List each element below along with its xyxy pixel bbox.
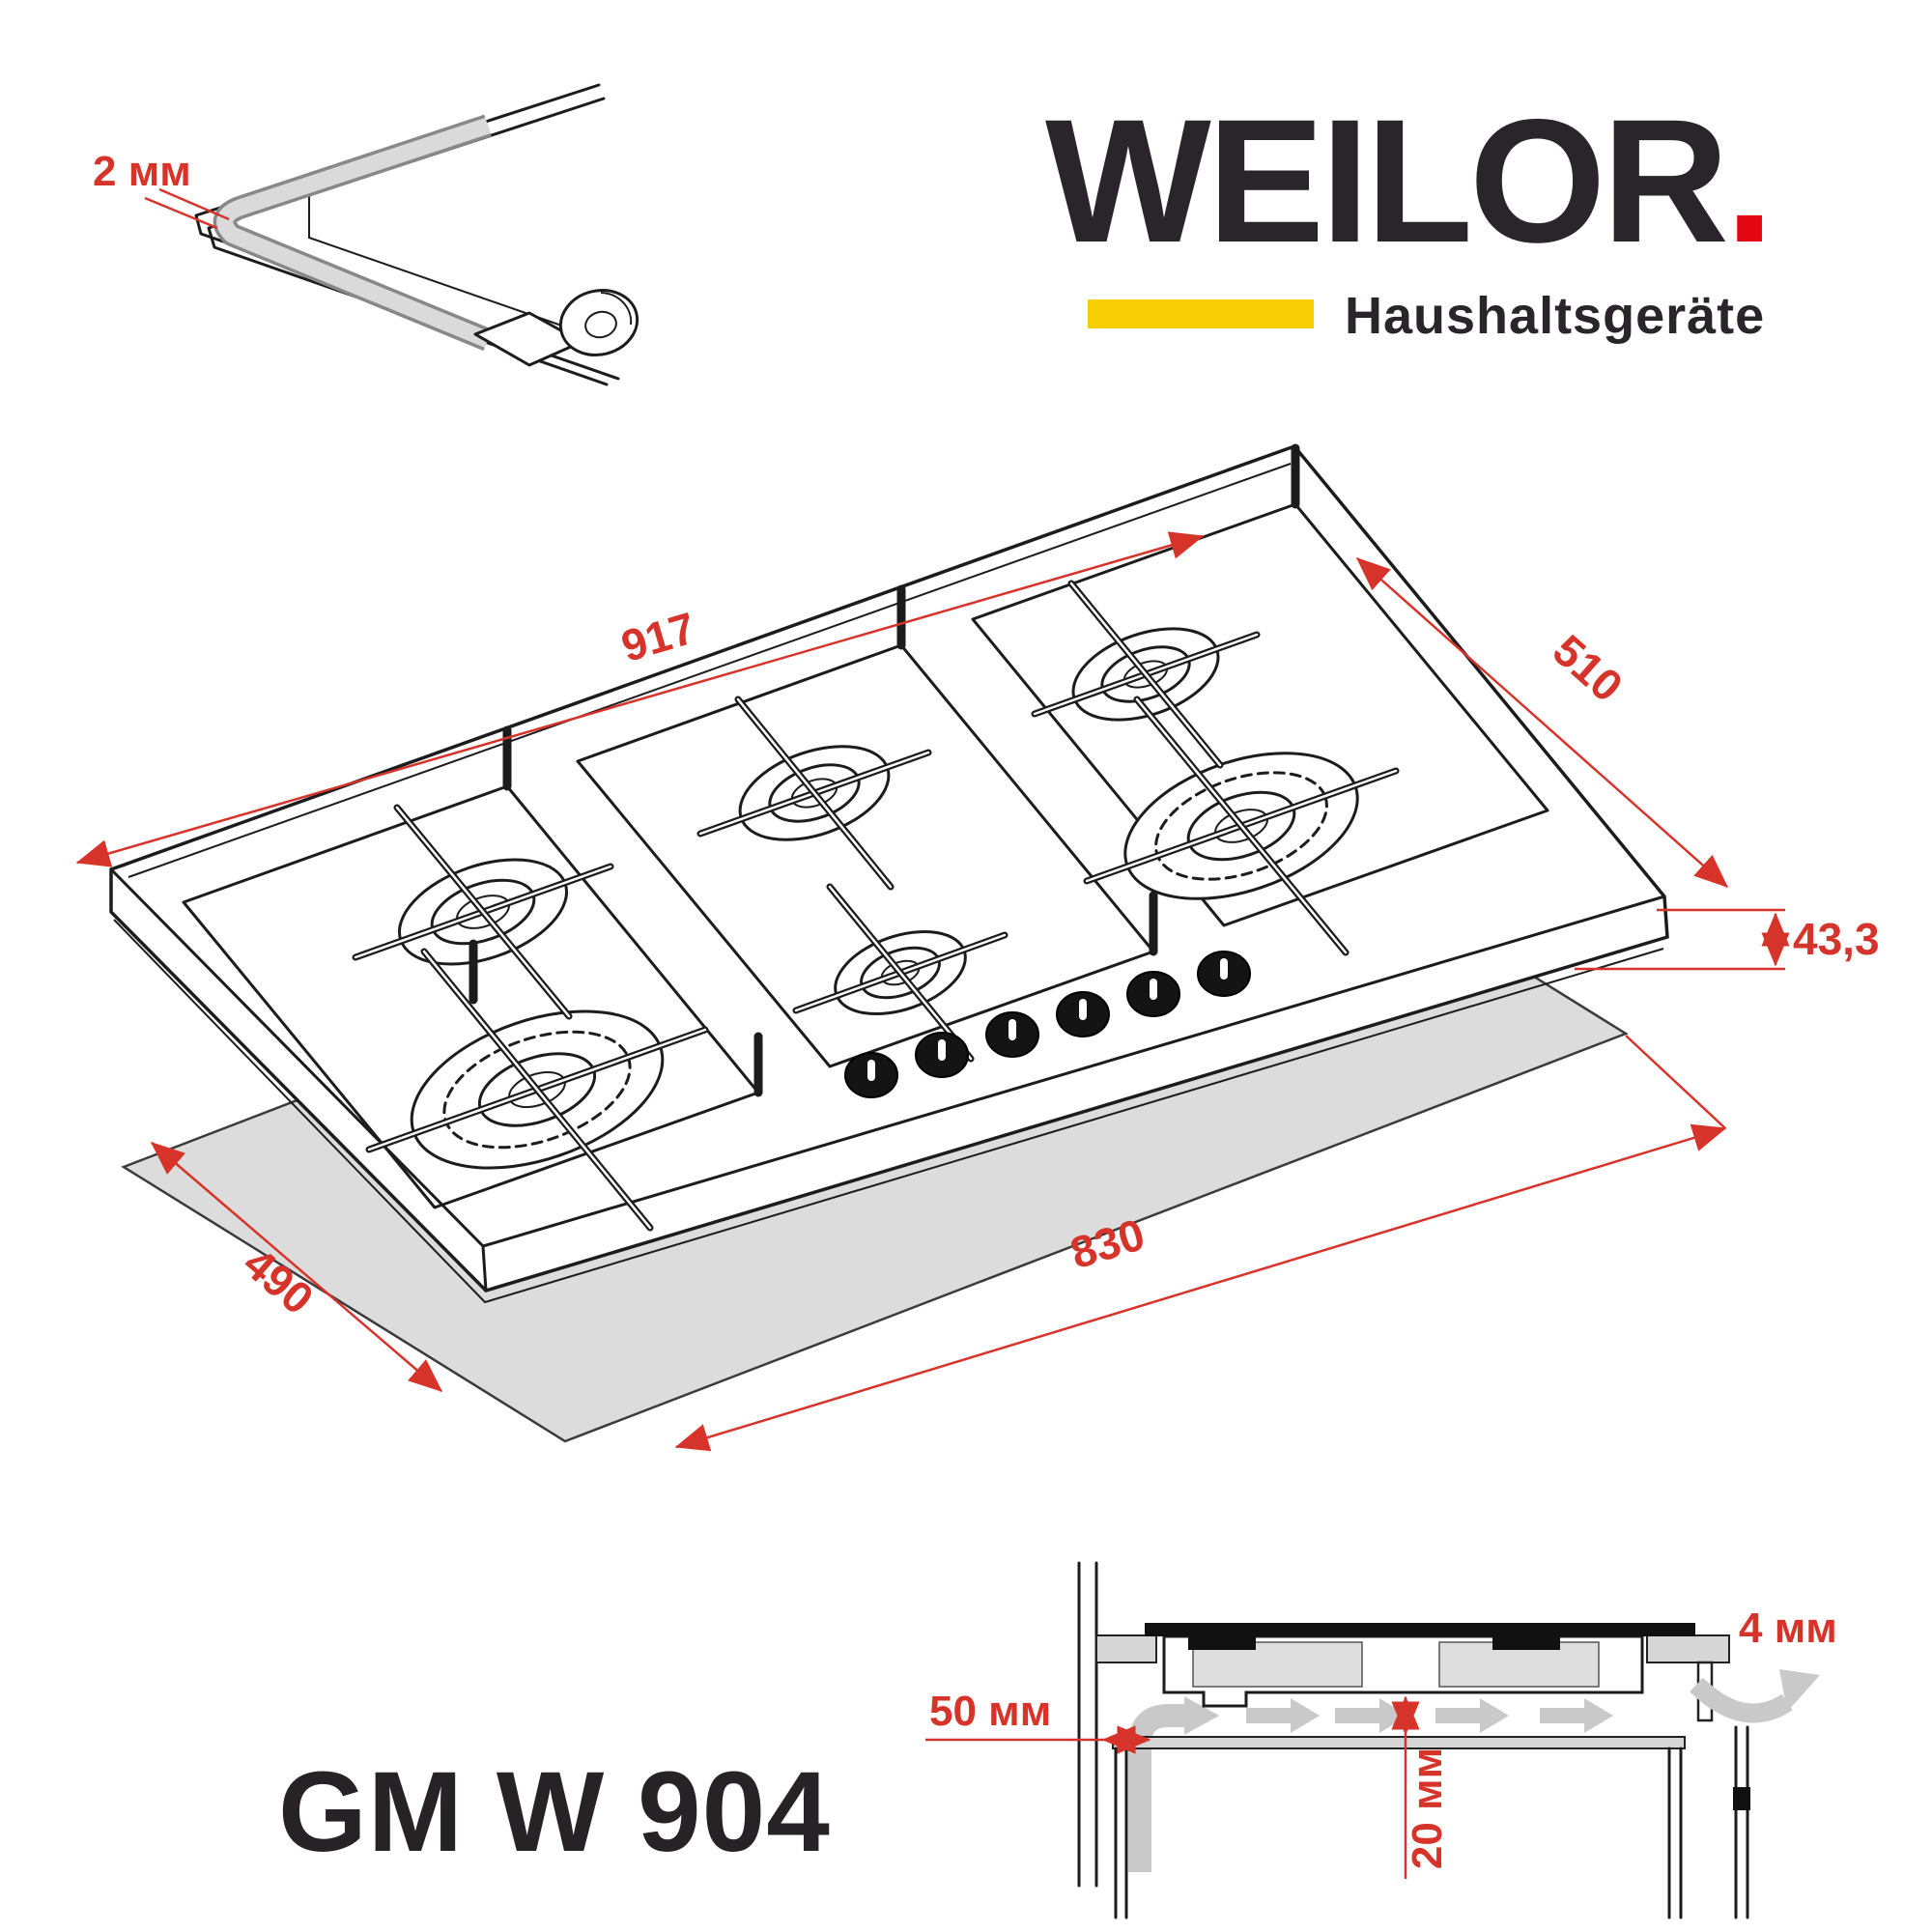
dimension-917: 917	[75, 531, 1205, 867]
model-name: GM W 904	[278, 1748, 831, 1876]
knob	[985, 1011, 1039, 1058]
hob-section	[1145, 1623, 1714, 1722]
dimension-2mm: 2 мм	[93, 148, 230, 230]
cabinet-shelf	[1112, 1736, 1686, 1749]
brand-logo: WEILOR. Haushaltsgeräte	[1045, 93, 1876, 345]
installation-cross-section: 50 мм 20 мм 4 мм	[925, 1561, 1837, 1919]
brand-dot: .	[1724, 82, 1775, 279]
brand-name: WEILOR.	[1045, 93, 1876, 269]
vent-label: 4 мм	[1739, 1605, 1837, 1652]
vent-arrow	[1690, 1677, 1793, 1723]
knob	[1126, 971, 1180, 1017]
dimension-43-3: 43,3	[1575, 908, 1880, 971]
knob	[1056, 991, 1110, 1037]
knob	[844, 1052, 898, 1098]
seal-thickness-label: 2 мм	[93, 148, 191, 195]
gasket-band-outline	[213, 114, 493, 352]
gap-label: 20 мм	[1404, 1747, 1451, 1869]
gasket-roll	[558, 289, 639, 356]
countertop-left	[1095, 1634, 1157, 1663]
vent-arrowhead	[1779, 1669, 1820, 1712]
height-dimension-label: 43,3	[1793, 914, 1880, 964]
knob	[915, 1032, 969, 1078]
airflow-arrows	[1246, 1698, 1613, 1733]
knob	[1197, 951, 1251, 997]
depth-dimension-label: 510	[1544, 625, 1633, 712]
side-clearance-label: 50 мм	[929, 1688, 1051, 1735]
hinge-block	[1733, 1787, 1750, 1810]
dimension-20mm: 20 мм	[1391, 1695, 1451, 1879]
gasket-band	[216, 117, 492, 348]
countertop-right	[1646, 1634, 1730, 1663]
width-dimension-label: 917	[615, 602, 700, 671]
control-knobs	[844, 951, 1251, 1098]
airflow-arrowhead	[1184, 1696, 1219, 1735]
brand-yellow-bar	[1088, 299, 1314, 328]
hob-top-plate	[1145, 1623, 1695, 1636]
hob-isometric-drawing: 917 510 43,3 830 490	[75, 443, 1880, 1452]
dimension-4mm: 4 мм	[1739, 1605, 1837, 1652]
dimension-50mm: 50 мм	[925, 1688, 1151, 1754]
brand-name-text: WEILOR	[1045, 82, 1729, 279]
brand-tagline: Haushaltsgeräte	[1345, 287, 1766, 345]
seal-detail-drawing: 2 мм	[93, 83, 639, 386]
